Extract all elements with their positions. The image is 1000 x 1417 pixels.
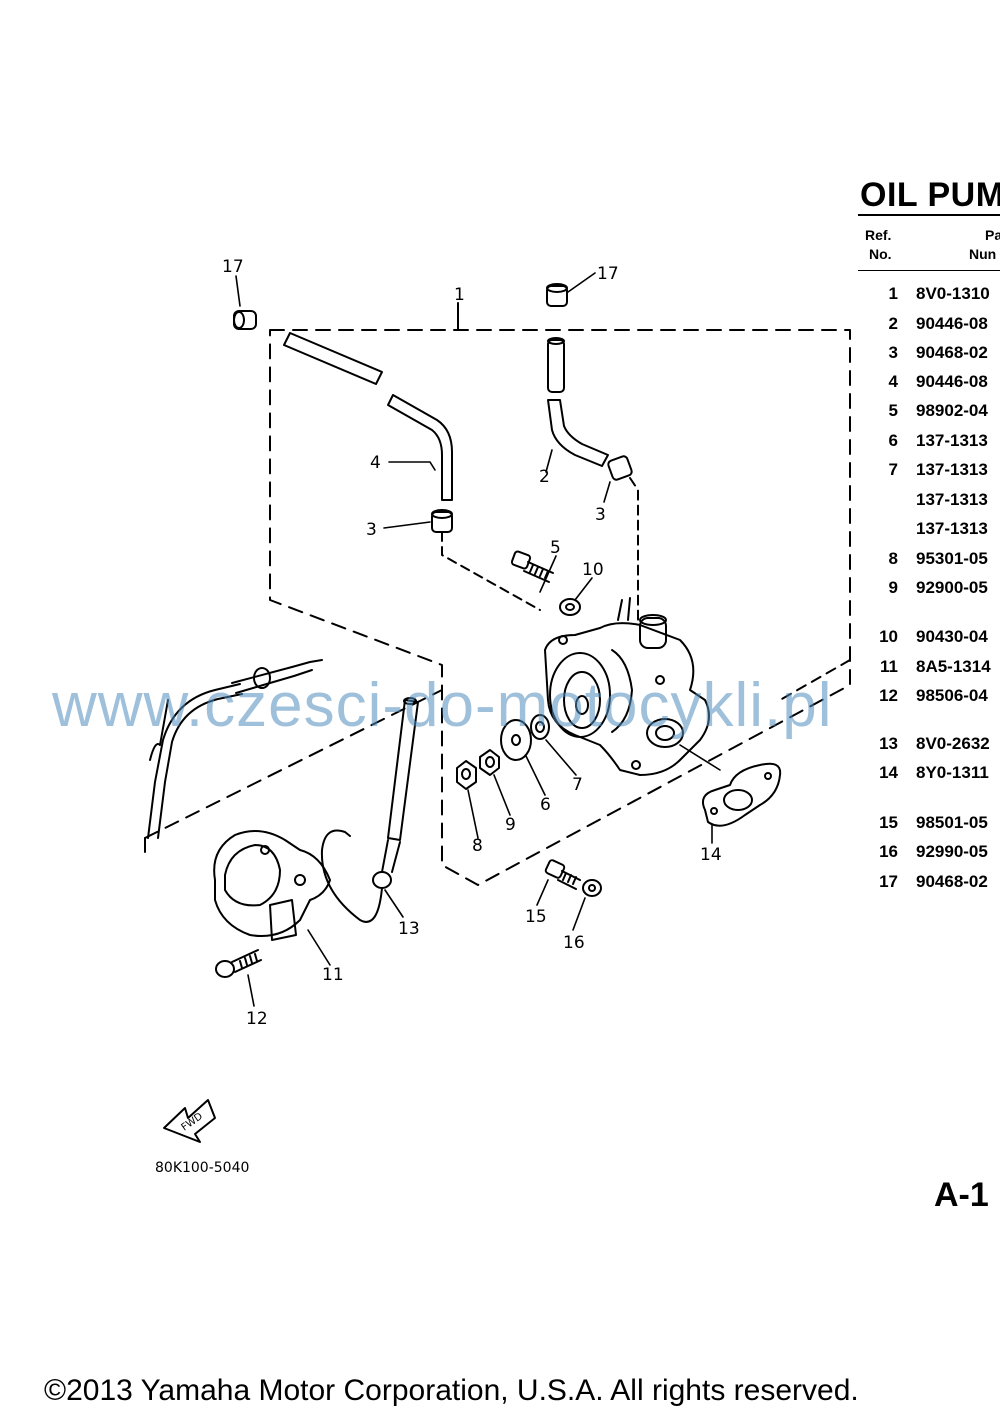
callout-12: 12 bbox=[246, 1009, 268, 1029]
callout-14: 14 bbox=[700, 845, 722, 865]
bolt-5 bbox=[510, 550, 554, 583]
row-ref: 9 bbox=[888, 578, 898, 597]
row-part-number: 8A5-1314 bbox=[916, 657, 991, 676]
row-ref: 11 bbox=[880, 657, 898, 676]
clip-3-right bbox=[607, 455, 633, 481]
row-part-number: 90468-02 bbox=[916, 872, 988, 891]
washer-10 bbox=[559, 598, 581, 616]
callout-7: 7 bbox=[572, 775, 583, 795]
hose-2 bbox=[547, 337, 609, 467]
ref-header-line2: No. bbox=[869, 246, 892, 262]
bolt-15 bbox=[544, 859, 581, 890]
callout-9: 9 bbox=[505, 815, 516, 835]
copyright-notice: ©2013 Yamaha Motor Corporation, U.S.A. A… bbox=[44, 1374, 859, 1407]
callout-16: 16 bbox=[563, 933, 585, 953]
callout-3-left: 3 bbox=[366, 520, 377, 540]
row-ref: 8 bbox=[888, 549, 898, 568]
row-part-number: 137-1313 bbox=[916, 431, 988, 450]
row-ref: 16 bbox=[879, 842, 898, 861]
pump-cover-11 bbox=[213, 830, 331, 941]
row-part-number: 90446-08 bbox=[916, 314, 988, 333]
row-ref: 10 bbox=[879, 627, 898, 646]
page-number: A-1 bbox=[934, 1176, 989, 1214]
row-part-number: 137-1313 bbox=[916, 519, 988, 538]
row-part-number: 98902-04 bbox=[916, 401, 988, 420]
row-ref: 13 bbox=[879, 734, 898, 753]
disc-6 bbox=[500, 719, 532, 761]
hose-4 bbox=[283, 332, 453, 501]
bolt-12 bbox=[215, 949, 262, 978]
callout-4: 4 bbox=[370, 453, 381, 473]
row-part-number: 137-1313 bbox=[916, 460, 988, 479]
watermark-url: www.czesci-do-motocykli.pl bbox=[52, 671, 833, 740]
header-divider bbox=[858, 270, 1000, 271]
part-header-line1: Pa bbox=[985, 227, 1000, 243]
row-part-number: 90430-04 bbox=[916, 627, 988, 646]
callout-15: 15 bbox=[525, 907, 547, 927]
row-part-number: 98501-05 bbox=[916, 813, 988, 832]
callout-5: 5 bbox=[550, 538, 561, 558]
row-ref: 15 bbox=[879, 813, 898, 832]
row-ref: 5 bbox=[888, 401, 898, 420]
clip-17-right bbox=[546, 283, 568, 307]
callout-3-right: 3 bbox=[595, 505, 606, 525]
row-part-number: 8Y0-1311 bbox=[916, 763, 989, 782]
row-part-number: 92900-05 bbox=[916, 578, 988, 597]
row-ref: 3 bbox=[888, 343, 898, 362]
oil-pump-body bbox=[544, 597, 710, 776]
row-part-number: 98506-04 bbox=[916, 686, 988, 705]
fwd-arrow-icon bbox=[163, 1099, 216, 1143]
washer-9 bbox=[479, 749, 500, 776]
nut-8 bbox=[456, 760, 477, 790]
row-ref: 2 bbox=[888, 314, 898, 333]
callout-6: 6 bbox=[540, 795, 551, 815]
row-ref: 17 bbox=[879, 872, 898, 891]
page-title: OIL PUM bbox=[860, 176, 1000, 214]
assembly-boundary bbox=[269, 329, 851, 886]
callout-13: 13 bbox=[398, 919, 420, 939]
row-part-number: 92990-05 bbox=[916, 842, 988, 861]
row-part-number: 8V0-2632 bbox=[916, 734, 990, 753]
callout-17-right: 17 bbox=[597, 264, 619, 284]
row-ref: 4 bbox=[888, 372, 898, 391]
row-part-number: 95301-05 bbox=[916, 549, 988, 568]
row-ref: 7 bbox=[888, 460, 898, 479]
part-no-header: Pa Nun bbox=[969, 226, 1000, 264]
row-ref: 6 bbox=[888, 431, 898, 450]
ref-no-header: Ref. No. bbox=[865, 226, 892, 264]
row-ref: 1 bbox=[888, 284, 898, 303]
control-cable bbox=[147, 659, 323, 839]
row-part-number: 8V0-1310 bbox=[916, 284, 990, 303]
callout-10: 10 bbox=[582, 560, 604, 580]
callout-2: 2 bbox=[539, 467, 550, 487]
ref-header-line1: Ref. bbox=[865, 227, 892, 243]
title-divider bbox=[858, 214, 1000, 216]
row-part-number: 90468-02 bbox=[916, 343, 988, 362]
clip-17-left bbox=[233, 310, 257, 330]
washer-7 bbox=[530, 714, 550, 740]
row-part-number: 90446-08 bbox=[916, 372, 988, 391]
callout-8: 8 bbox=[472, 836, 483, 856]
row-part-number: 137-1313 bbox=[916, 490, 988, 509]
row-ref: 12 bbox=[879, 686, 898, 705]
clip-3-left bbox=[431, 509, 453, 533]
washer-16 bbox=[582, 879, 602, 897]
figure-code: 80K100-5040 bbox=[155, 1160, 250, 1176]
part-header-line2: Nun bbox=[969, 246, 997, 262]
callout-17-left: 17 bbox=[222, 257, 244, 277]
callout-1: 1 bbox=[454, 285, 465, 305]
row-ref: 14 bbox=[879, 763, 898, 782]
gasket-14 bbox=[702, 762, 782, 827]
callout-11: 11 bbox=[322, 965, 344, 985]
